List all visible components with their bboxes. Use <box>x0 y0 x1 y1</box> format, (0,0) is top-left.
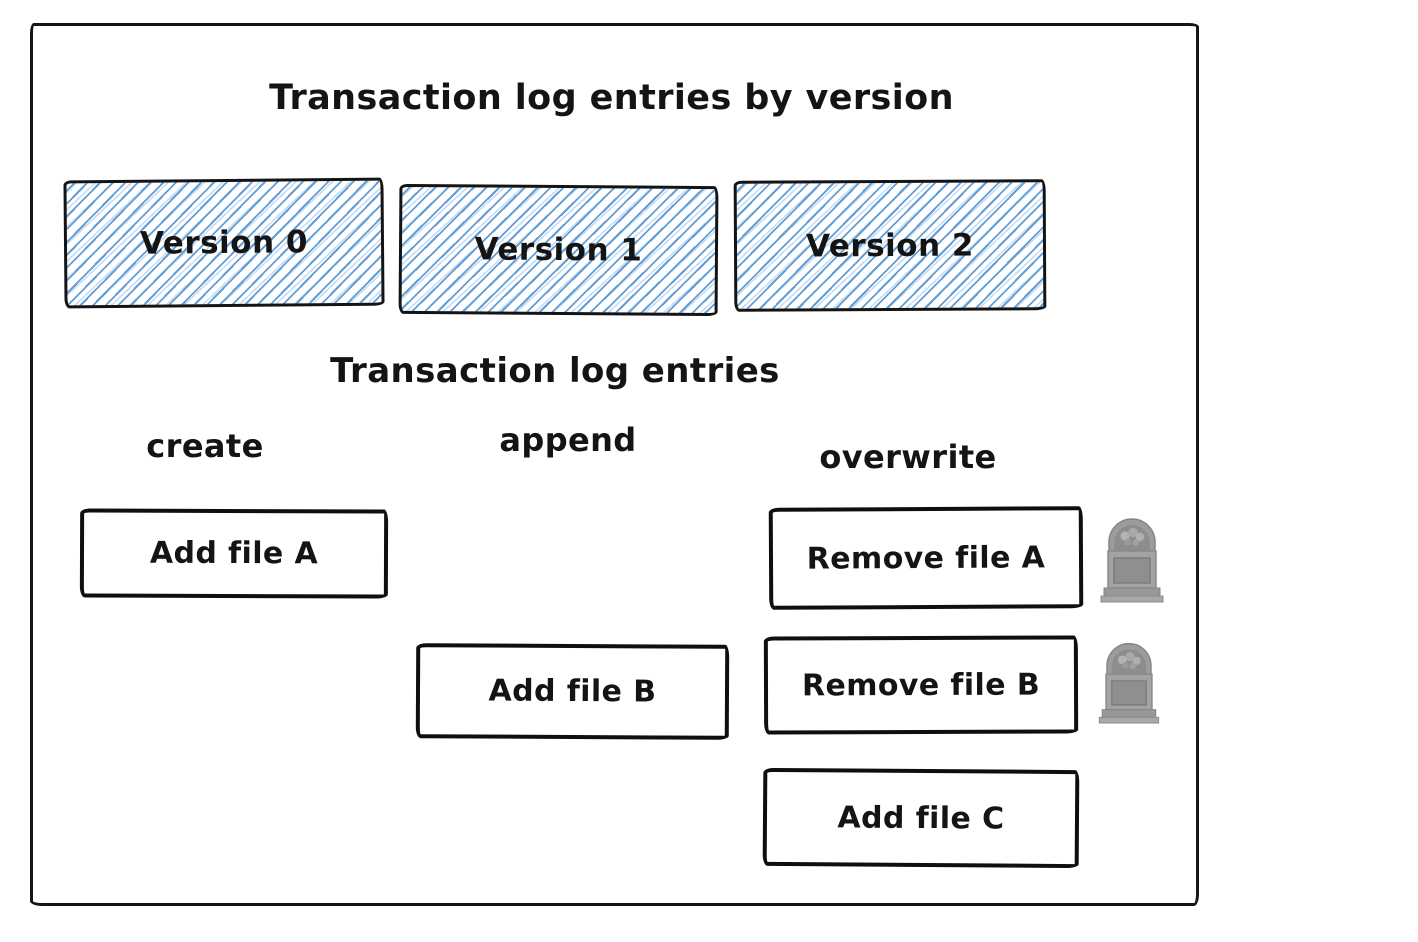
column-label-overwrite: overwrite <box>819 438 997 476</box>
tombstone-icon <box>1096 636 1162 724</box>
version-box-2: Version 2 <box>733 179 1047 312</box>
version-box-1: Version 1 <box>398 183 719 317</box>
entry-box-remove-file-a: Remove file A <box>768 506 1084 610</box>
entry-label-add-file-a: Add file A <box>149 535 319 572</box>
entry-label-remove-file-b: Remove file B <box>801 667 1041 703</box>
tombstone-icon <box>1099 511 1165 603</box>
column-label-append: append <box>499 421 637 459</box>
entry-box-add-file-b: Add file B <box>415 643 730 740</box>
diagram-title: Transaction log entries by version <box>269 78 954 118</box>
entry-label-add-file-c: Add file C <box>837 799 1005 837</box>
version-box-0: Version 0 <box>63 177 385 309</box>
version-box-2-label: Version 2 <box>805 227 975 264</box>
version-box-0-label: Version 0 <box>139 224 309 262</box>
column-label-create: create <box>146 427 264 465</box>
entry-box-add-file-c: Add file C <box>762 767 1080 869</box>
entry-label-add-file-b: Add file B <box>488 673 657 710</box>
outer-frame <box>30 23 1199 906</box>
version-box-1-label: Version 1 <box>474 231 643 269</box>
entry-box-add-file-a: Add file A <box>79 508 389 599</box>
entry-box-remove-file-b: Remove file B <box>763 635 1079 735</box>
entry-label-remove-file-a: Remove file A <box>806 539 1046 577</box>
diagram-subtitle: Transaction log entries <box>330 351 780 391</box>
